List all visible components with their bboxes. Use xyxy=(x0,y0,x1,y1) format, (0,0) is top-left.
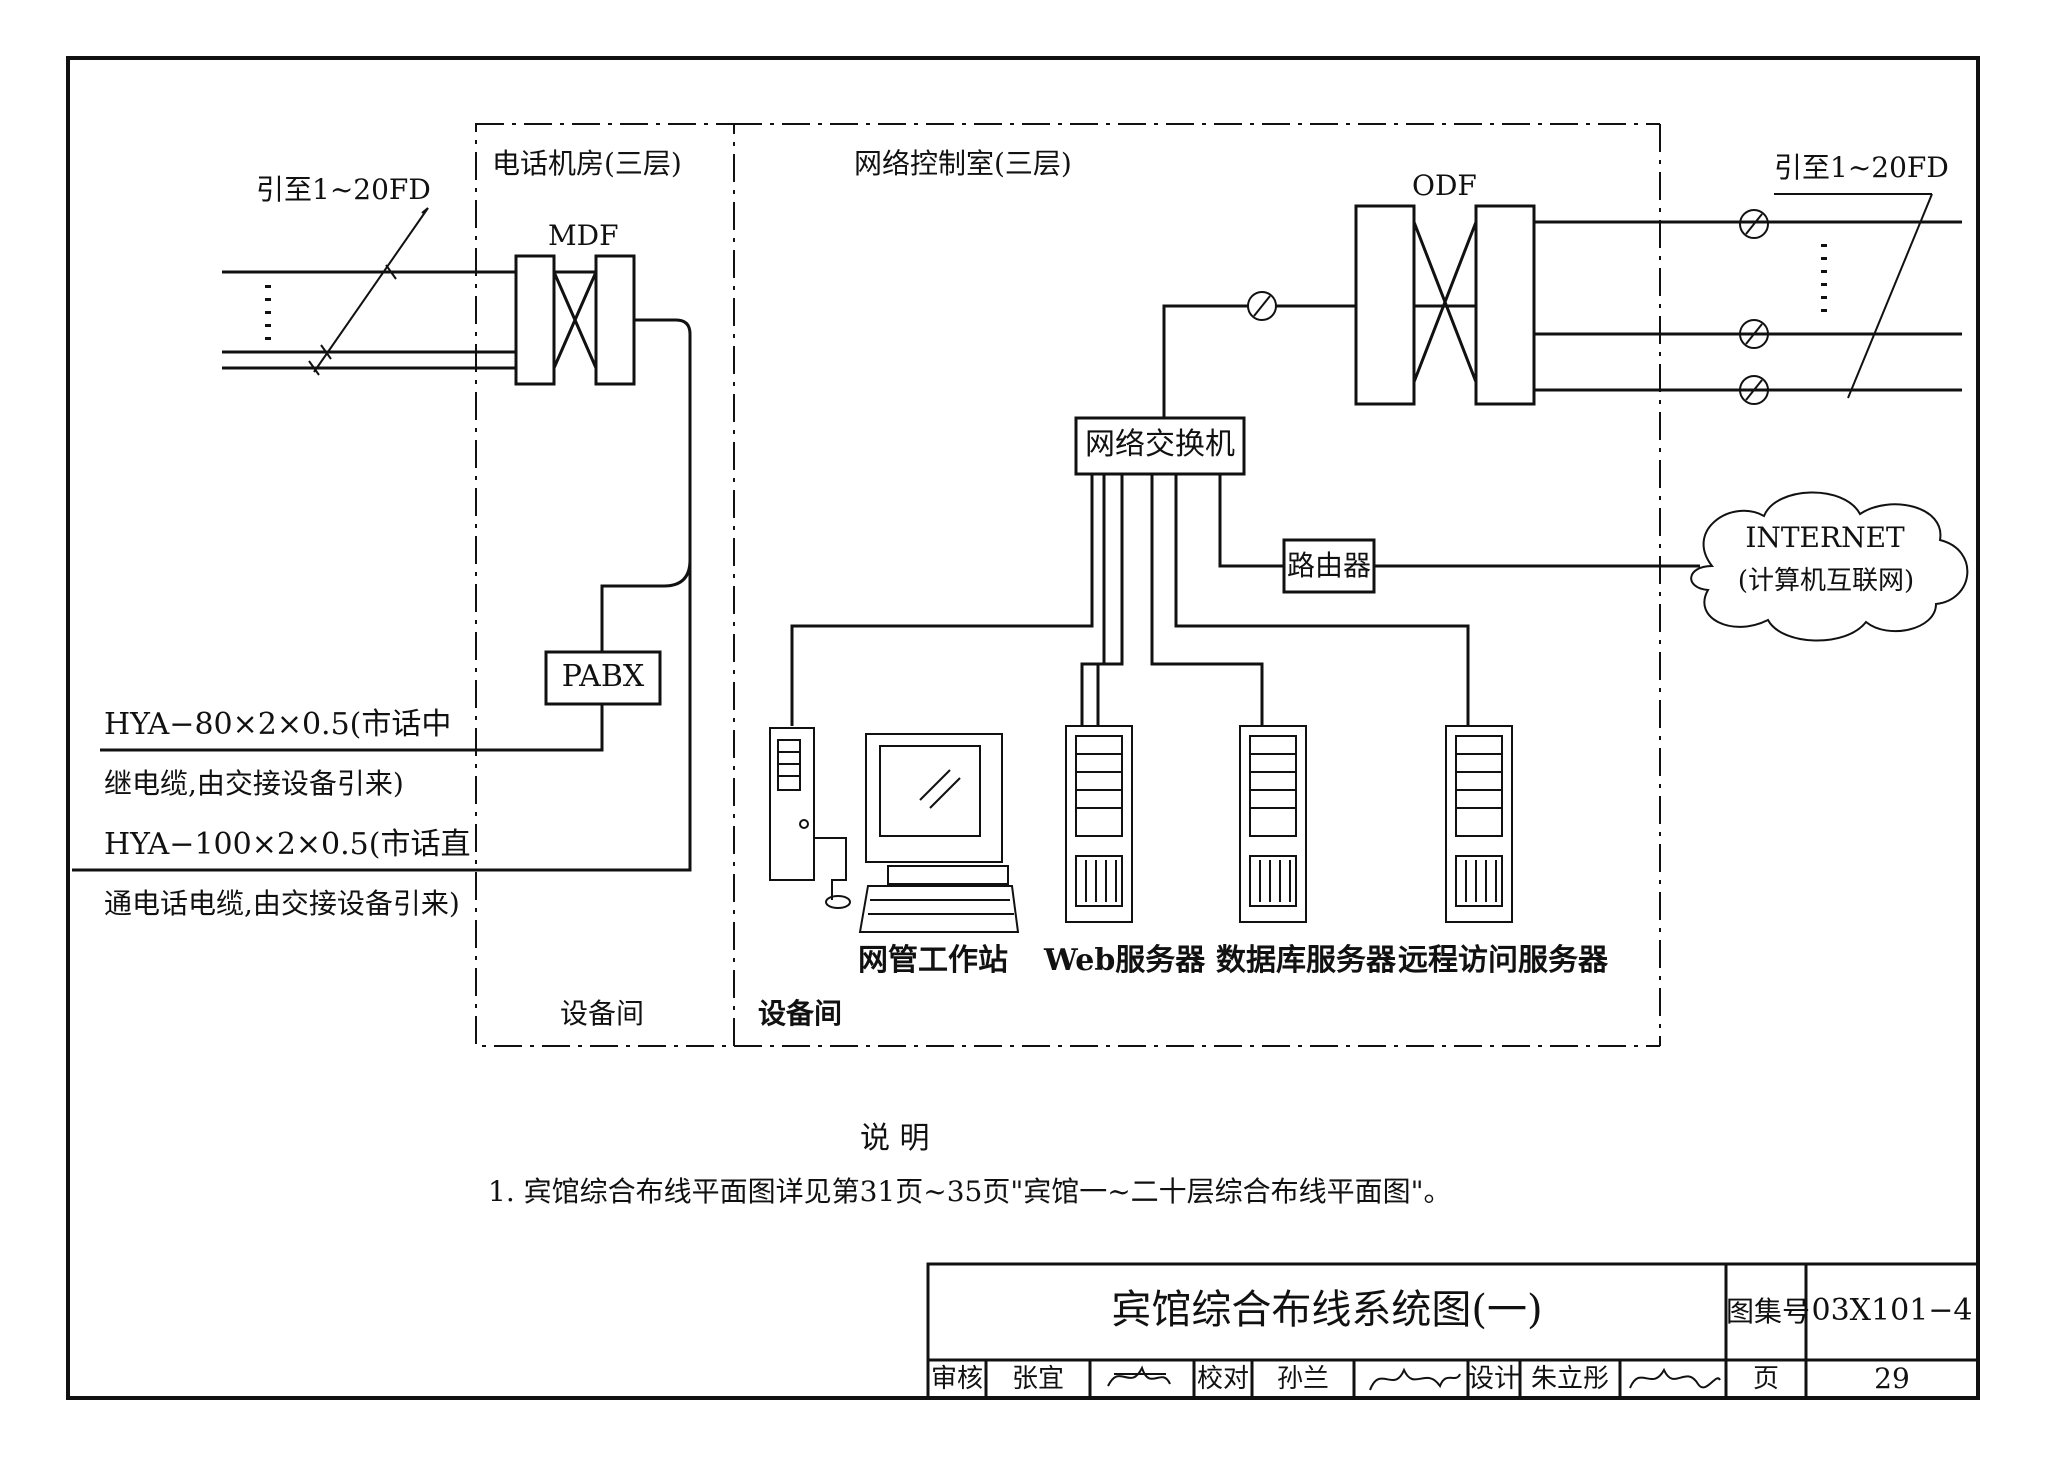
drawing-title: 宾馆综合布线系统图(一) xyxy=(1111,1287,1543,1333)
left-lead-label: 引至1~20FD xyxy=(256,173,431,206)
room-boundaries xyxy=(475,123,1661,1047)
mdf-trunk-lines xyxy=(72,318,692,872)
check-label: 校对 xyxy=(1196,1364,1249,1394)
network-switch-label: 网络交换机 xyxy=(1085,427,1235,462)
web-server-label: Web服务器 xyxy=(1044,943,1206,978)
equipment-room-right-label: 设备间 xyxy=(758,997,843,1030)
remote-server-label: 远程访问服务器 xyxy=(1398,943,1608,978)
left-feed-lines xyxy=(222,207,516,376)
odf-frame xyxy=(1354,204,1536,406)
mdf-label: MDF xyxy=(548,219,619,252)
hya80-label-line1: HYA−80×2×0.5(市话中 xyxy=(104,707,452,742)
review-label: 审核 xyxy=(930,1364,983,1394)
hya80-label-line2: 继电缆,由交接设备引来) xyxy=(104,767,404,800)
internet-sublabel: (计算机互联网) xyxy=(1737,566,1915,596)
right-lead-label: 引至1~20FD xyxy=(1774,151,1949,184)
page-number: 29 xyxy=(1874,1362,1910,1395)
device-drop-lines xyxy=(790,474,1470,726)
signatures xyxy=(1107,1365,1721,1391)
atlas-number-label: 图集号 xyxy=(1726,1295,1811,1328)
checker-name: 孙兰 xyxy=(1276,1364,1329,1394)
workstation-illustration xyxy=(769,727,1020,933)
reviewer-name: 张宜 xyxy=(1011,1364,1064,1394)
pabx-label: PABX xyxy=(561,659,645,694)
internet-label: INTERNET xyxy=(1745,521,1905,554)
telephone-room-label: 电话机房(三层) xyxy=(492,147,682,180)
switch-box xyxy=(1074,416,1246,476)
odf-label: ODF xyxy=(1412,169,1477,202)
atlas-number: 03X101−4 xyxy=(1811,1293,1973,1328)
hya100-label-line1: HYA−100×2×0.5(市话直 xyxy=(104,827,471,862)
web-server-illustration xyxy=(1065,725,1133,923)
design-label: 设计 xyxy=(1468,1364,1521,1394)
hya100-label-line2: 通电话电缆,由交接设备引来) xyxy=(104,887,460,920)
notes-heading: 说 明 xyxy=(860,1121,930,1156)
notes-item-1: 1. 宾馆综合布线平面图详见第31页~35页"宾馆一~二十层综合布线平面图"。 xyxy=(488,1175,1452,1208)
router-label: 路由器 xyxy=(1286,549,1371,582)
mdf-frame xyxy=(514,254,636,386)
network-control-room-label: 网络控制室(三层) xyxy=(854,147,1072,180)
internet-cloud xyxy=(1690,491,1969,642)
right-fibre-lines xyxy=(1534,193,1962,405)
designer-name: 朱立彤 xyxy=(1530,1364,1609,1394)
workstation-label: 网管工作站 xyxy=(858,943,1008,978)
equipment-room-left-label: 设备间 xyxy=(560,997,645,1030)
switch-uplink xyxy=(1162,291,1356,418)
db-server-label: 数据库服务器 xyxy=(1216,943,1396,978)
page-label: 页 xyxy=(1752,1364,1779,1394)
router-links xyxy=(1218,474,1969,642)
remote-server-illustration xyxy=(1445,725,1513,923)
db-server-illustration xyxy=(1239,725,1307,923)
title-block-grid xyxy=(926,1262,1980,1400)
